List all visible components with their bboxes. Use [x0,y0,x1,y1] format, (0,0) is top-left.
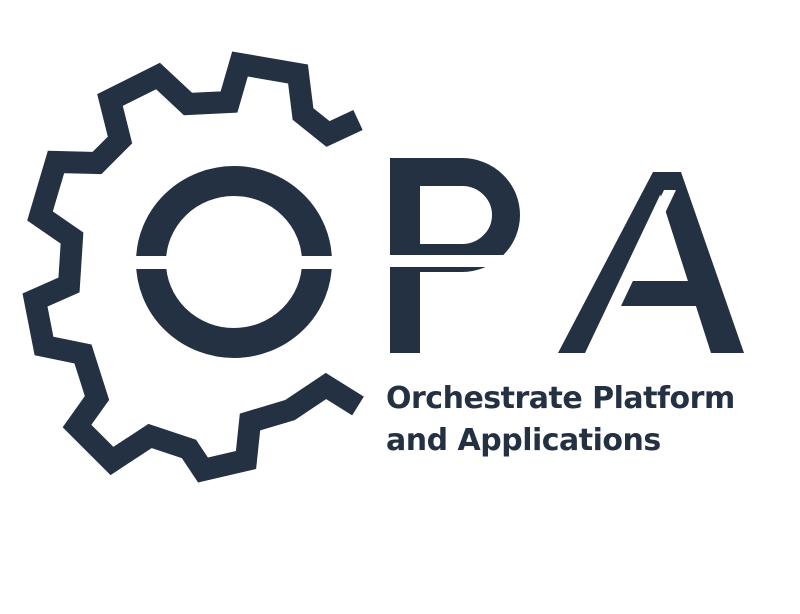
gear-icon [22,51,364,483]
letter-p [380,158,560,353]
letter-o [120,166,350,358]
letter-a [558,172,744,353]
tagline-line-1: Orchestrate Platform [386,381,735,416]
tagline: Orchestrate Platform and Applications [386,378,735,462]
tagline-line-2: and Applications [386,423,661,458]
